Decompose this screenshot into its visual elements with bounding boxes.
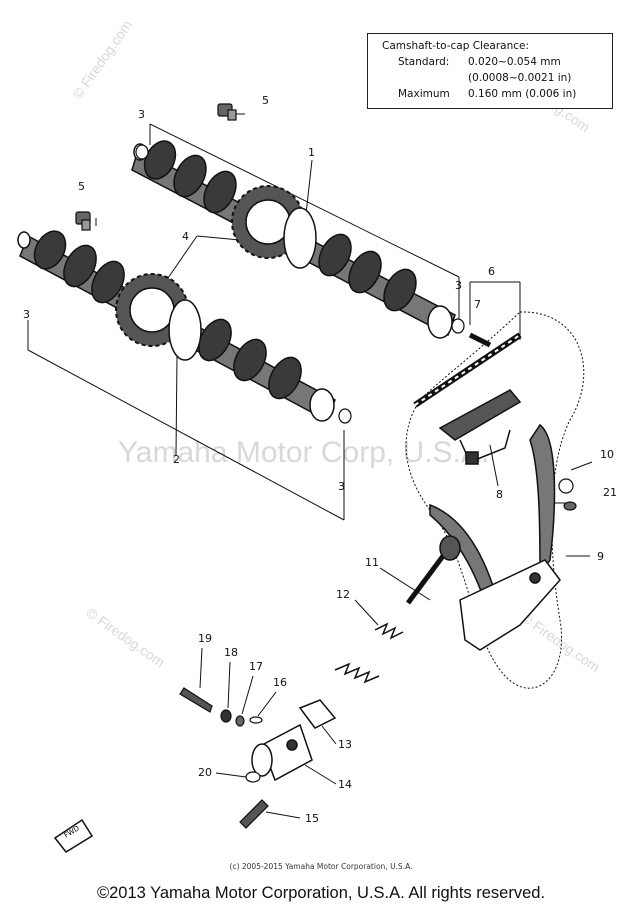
callout-12: 12 <box>336 588 350 601</box>
callout-5a: 5 <box>262 94 269 107</box>
callout-3a: 3 <box>138 108 145 121</box>
chain-guide <box>438 389 522 465</box>
timing-chain <box>405 311 585 689</box>
callout-21: 21 <box>603 486 617 499</box>
callout-1: 1 <box>308 146 315 159</box>
reference-lines <box>27 113 593 626</box>
watermark-side-1: © Firedog.com <box>69 17 135 102</box>
callout-6: 6 <box>488 265 495 278</box>
callout-16: 16 <box>273 676 287 689</box>
lower-bolt <box>75 211 91 231</box>
callout-4: 4 <box>182 230 189 243</box>
callout-17: 17 <box>249 660 263 673</box>
callout-9: 9 <box>597 550 604 563</box>
spec-standard-in: (0.0008~0.0021 in) <box>468 72 572 84</box>
callout-14: 14 <box>338 778 352 791</box>
fwd-arrow: FWD <box>53 818 94 853</box>
springs <box>334 622 404 684</box>
upper-bolt <box>217 103 237 121</box>
tensioner-rod <box>405 535 461 605</box>
callout-15: 15 <box>305 812 319 825</box>
gasket <box>298 699 337 729</box>
callout-10: 10 <box>600 448 614 461</box>
callout-13: 13 <box>338 738 352 751</box>
bolt-10 <box>558 478 574 494</box>
callout-3b: 3 <box>455 279 462 292</box>
tensioner-blade <box>429 423 561 651</box>
copyright-notice: ©2013 Yamaha Motor Corporation, U.S.A. A… <box>96 884 546 902</box>
upper-sprocket <box>231 185 317 269</box>
spec-title: Camshaft-to-cap Clearance: <box>382 40 530 52</box>
spec-maximum-label: Maximum <box>398 88 450 100</box>
callouts: 1 2 3 3 3 3 4 5 5 6 7 8 9 10 11 12 13 14… <box>23 94 617 825</box>
leader-lines <box>199 444 499 819</box>
callout-20: 20 <box>198 766 212 779</box>
callout-5b: 5 <box>78 180 85 193</box>
tensioner-body <box>251 723 313 782</box>
callout-3d: 3 <box>338 480 345 493</box>
spec-maximum-value: 0.160 mm (0.006 in) <box>468 88 577 100</box>
clearance-spec-box: Camshaft-to-cap Clearance: Standard: 0.0… <box>367 33 613 109</box>
callout-3c: 3 <box>23 308 30 321</box>
watermark-center: Yamaha Motor Corp, U.S.A. <box>118 436 489 469</box>
spec-standard-label: Standard: <box>398 56 450 68</box>
lower-sprocket <box>115 273 202 361</box>
diagram-caption: (c) 2005-2015 Yamaha Motor Corporation, … <box>229 862 413 871</box>
callout-11: 11 <box>365 556 379 569</box>
watermark-side-4: © Firedog.com <box>518 609 603 675</box>
washer-21 <box>563 501 577 511</box>
watermark-side-3: © Firedog.com <box>83 604 168 670</box>
callout-7: 7 <box>474 298 481 311</box>
callout-19: 19 <box>198 632 212 645</box>
callout-18: 18 <box>224 646 238 659</box>
spec-standard-mm: 0.020~0.054 mm <box>468 56 561 68</box>
cam-plugs <box>135 144 465 424</box>
callout-2: 2 <box>173 453 180 466</box>
callout-8: 8 <box>496 488 503 501</box>
